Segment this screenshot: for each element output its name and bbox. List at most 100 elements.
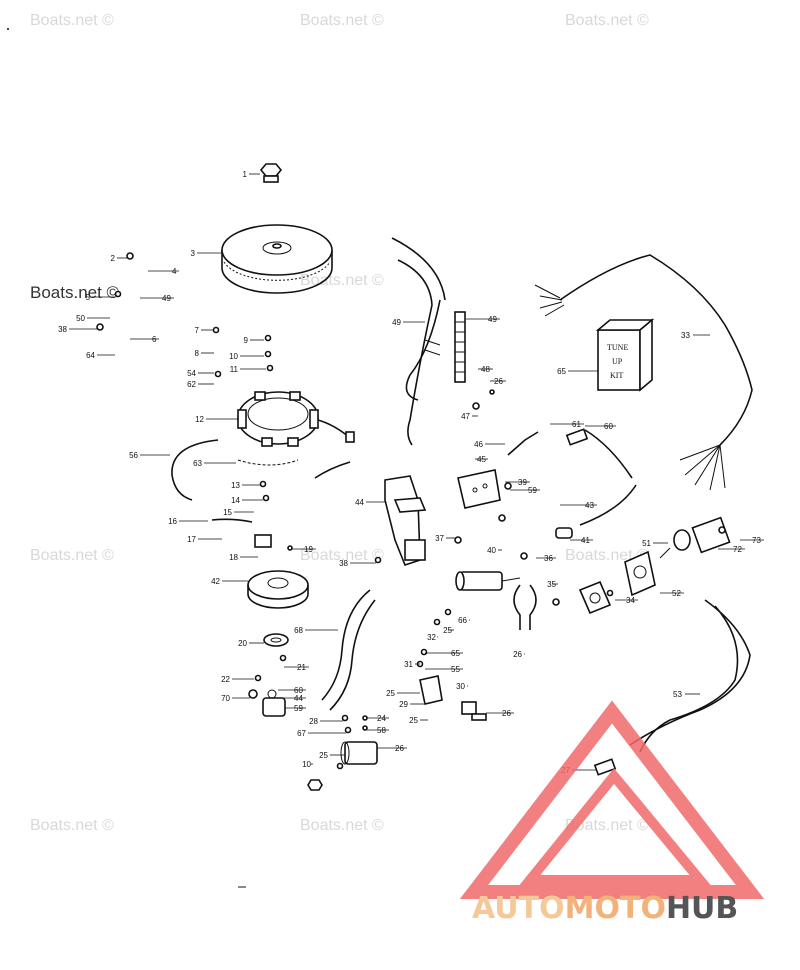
part-ring <box>263 633 289 647</box>
callout-label: 45 <box>477 455 486 464</box>
callout-label: 13 <box>231 481 240 490</box>
callout-label: 60 <box>604 422 613 431</box>
callout-label: 68 <box>294 626 303 635</box>
part-trigger-plate <box>247 570 309 609</box>
logo-text-auto: AUTO <box>472 891 565 926</box>
callout-label: 42 <box>211 577 220 586</box>
callout-label: 49 <box>488 315 497 324</box>
logo-text-moto: MOTO <box>565 891 666 926</box>
wire-harness-top <box>391 237 446 446</box>
callout-label: 50 <box>76 314 85 323</box>
callout-label: 37 <box>435 534 444 543</box>
callout-label: 53 <box>673 690 682 699</box>
wire-harness-left <box>171 439 351 548</box>
kit-label-2: UP <box>612 357 623 366</box>
part-flywheel <box>221 224 333 294</box>
callout-label: 58 <box>377 726 386 735</box>
callout-label: 43 <box>585 501 594 510</box>
callout-label: 59 <box>528 486 537 495</box>
part-small-bracket <box>419 675 487 721</box>
callout-label: 36 <box>544 554 553 563</box>
callout-label: 30 <box>456 682 465 691</box>
watermark: Boats.net © <box>300 547 384 564</box>
callout-label: 48 <box>481 365 490 374</box>
callout-label: 52 <box>672 589 681 598</box>
callout-label: 18 <box>229 553 238 562</box>
main-wiring-harness <box>534 254 753 491</box>
watermark: Boats.net © <box>300 12 384 29</box>
callout-label: 15 <box>223 508 232 517</box>
callout-label: 49 <box>392 318 401 327</box>
logo-text-hub: HUB <box>666 891 738 926</box>
part-solenoid-upper <box>262 689 286 717</box>
callout-label: 6 <box>152 335 157 344</box>
stray-dot <box>7 28 9 30</box>
callout-label: 28 <box>309 717 318 726</box>
watermark: Boats.net © <box>30 12 114 29</box>
callout-label: 20 <box>238 639 247 648</box>
part-switch-box <box>457 469 501 509</box>
callout-label: 56 <box>129 451 138 460</box>
callout-label: 62 <box>187 380 196 389</box>
callout-label: 70 <box>221 694 230 703</box>
callout-label: 11 <box>230 365 239 374</box>
callout-label: 38 <box>339 559 348 568</box>
part-small-nut <box>307 779 323 791</box>
callout-label: 65 <box>451 649 460 658</box>
watermarks: Boats.net © Boats.net © Boats.net © Boat… <box>30 12 649 834</box>
watermark: Boats.net © <box>300 272 384 289</box>
callout-label: 54 <box>187 369 196 378</box>
tune-up-kit-box: TUNE UP KIT <box>595 318 655 392</box>
callout-label: 47 <box>461 412 470 421</box>
callout-label: 25 <box>386 689 395 698</box>
automotohub-logo: AUTOMOTOHUB <box>459 700 765 926</box>
part-bracket <box>384 475 427 566</box>
callout-label: 32 <box>427 633 436 642</box>
watermark: Boats.net © <box>565 817 649 834</box>
callout-label: 55 <box>451 665 460 674</box>
callout-label: 46 <box>474 440 483 449</box>
part-battery-cable <box>629 599 751 753</box>
part-stator <box>237 391 355 447</box>
callout-label: 26 <box>395 744 404 753</box>
callout-label: 33 <box>681 331 690 340</box>
callout-label: 25 <box>443 626 452 635</box>
callout-label: 10 <box>229 352 238 361</box>
callout-label: 44 <box>355 498 364 507</box>
callout-label: 12 <box>195 415 204 424</box>
wire-harness-lower <box>321 589 376 711</box>
watermark: Boats.net © <box>30 547 114 564</box>
callout-label: 22 <box>221 675 230 684</box>
callout-label: 26 <box>494 377 503 386</box>
callout-label: 40 <box>487 546 496 555</box>
logo-triangle-outer <box>459 700 765 899</box>
callout-label: 26 <box>513 650 522 659</box>
part-solenoid-lower <box>340 741 378 765</box>
callout-label: 14 <box>231 496 240 505</box>
callout-label: 64 <box>86 351 95 360</box>
part-mounting-plates <box>578 550 656 615</box>
part-ignition-coil <box>455 571 521 591</box>
callout-label: 72 <box>733 545 742 554</box>
callout-label: 25 <box>319 751 328 760</box>
callout-label: 34 <box>626 596 635 605</box>
callout-label: 24 <box>377 714 386 723</box>
callout-label: 26 <box>502 709 511 718</box>
watermark: Boats.net © <box>300 817 384 834</box>
callout-label: 67 <box>297 729 306 738</box>
callout-label: 9 <box>244 336 249 345</box>
part-terminal-block <box>454 311 466 383</box>
callout-label: 31 <box>404 660 413 669</box>
callout-label: 39 <box>518 478 527 487</box>
callout-label: 60 <box>294 686 303 695</box>
callout-label: 49 <box>162 294 171 303</box>
callout-label: 19 <box>304 545 313 554</box>
callout-label: 7 <box>195 326 200 335</box>
watermark-dark: Boats.net © <box>30 283 120 302</box>
callout-label: 8 <box>195 349 200 358</box>
callout-label: 25 <box>409 716 418 725</box>
callout-label: 63 <box>193 459 202 468</box>
callout-label: 1 <box>243 170 248 179</box>
